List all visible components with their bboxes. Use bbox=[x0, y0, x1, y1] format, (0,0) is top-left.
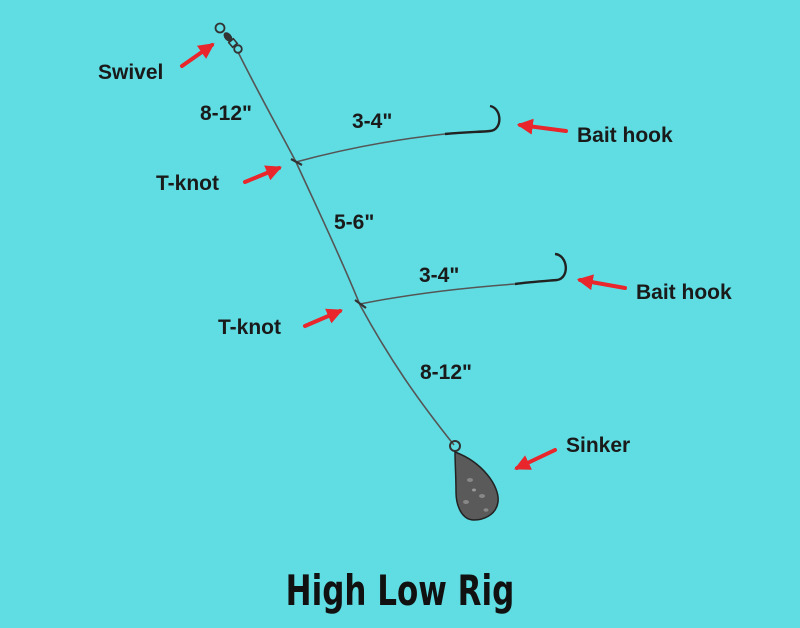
upper-hook-icon bbox=[444, 104, 501, 136]
upper-t-knot-icon bbox=[290, 158, 303, 166]
bottom-length-label: 8-12" bbox=[420, 361, 472, 384]
upper-hook-arrow-icon bbox=[516, 118, 568, 135]
upper-bait-hook-label: Bait hook bbox=[577, 124, 673, 147]
middle-length-label: 5-6" bbox=[334, 211, 375, 234]
upper-dropper-line bbox=[295, 130, 491, 163]
sinker-arrow-icon bbox=[514, 448, 557, 470]
sinker-label: Sinker bbox=[566, 434, 631, 457]
main-line bbox=[237, 51, 455, 446]
swivel-icon bbox=[214, 22, 243, 54]
lower-t-knot-icon bbox=[354, 299, 367, 309]
upper-dropper-length-label: 3-4" bbox=[352, 110, 393, 133]
upper-t-knot-label: T-knot bbox=[156, 172, 219, 195]
swivel-arrow-icon bbox=[180, 43, 215, 68]
diagram-title: High Low Rig bbox=[285, 566, 515, 615]
swivel-label: Swivel bbox=[98, 61, 164, 84]
lower-knot-arrow-icon bbox=[303, 308, 343, 328]
upper-knot-arrow-icon bbox=[243, 165, 282, 184]
lower-dropper-length-label: 3-4" bbox=[419, 264, 460, 287]
lower-t-knot-label: T-knot bbox=[218, 316, 281, 339]
lower-bait-hook-label: Bait hook bbox=[636, 281, 732, 304]
lower-hook-arrow-icon bbox=[576, 274, 627, 291]
lower-hook-icon bbox=[514, 252, 567, 286]
sinker-icon bbox=[449, 440, 499, 521]
top-length-label: 8-12" bbox=[200, 102, 252, 125]
